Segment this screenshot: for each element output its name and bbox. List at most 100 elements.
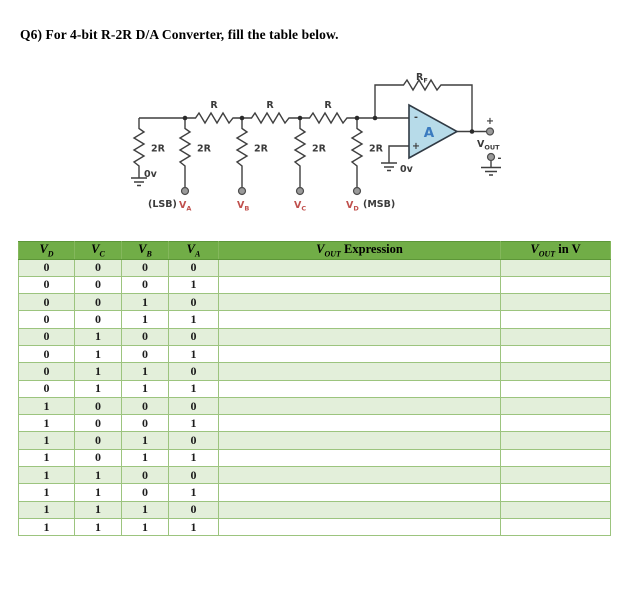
bit-cell: 1 bbox=[74, 327, 122, 346]
bit-cell: 1 bbox=[168, 275, 219, 295]
vout-value-cell bbox=[500, 327, 611, 346]
bit-cell: 0 bbox=[74, 258, 122, 277]
junction-dots bbox=[182, 115, 475, 134]
opamp-noninverting-input-sign: + bbox=[412, 141, 420, 152]
series-resistor-2 bbox=[247, 112, 293, 124]
vout-value-cell bbox=[500, 379, 611, 398]
bit-cell: 0 bbox=[168, 258, 219, 277]
bit-cell: 0 bbox=[18, 293, 75, 312]
shunt-resistor-terminator bbox=[133, 124, 145, 170]
terminal-va bbox=[180, 186, 190, 196]
vout-value-cell bbox=[500, 466, 611, 485]
bit-cell: 0 bbox=[18, 275, 75, 295]
vout-expression-cell bbox=[218, 275, 501, 295]
bit-cell: 1 bbox=[121, 379, 169, 398]
feedback-resistor-label: RF bbox=[416, 72, 428, 85]
vout-value-cell bbox=[500, 293, 611, 312]
bit-cell: 1 bbox=[168, 483, 219, 502]
bit-cell: 1 bbox=[168, 414, 219, 433]
vout-expression-cell bbox=[218, 310, 501, 329]
vout-value-cell bbox=[500, 362, 611, 381]
shunt-resistor-vd bbox=[351, 124, 363, 170]
output-label-vout: VOUT bbox=[477, 139, 500, 152]
shunt-r-label-vd: 2R bbox=[369, 144, 384, 155]
bit-cell: 0 bbox=[18, 362, 75, 381]
bit-cell: 0 bbox=[74, 293, 122, 312]
bit-cell: 1 bbox=[121, 500, 169, 519]
msb-label: (MSB) bbox=[363, 199, 395, 210]
bit-cell: 1 bbox=[168, 517, 219, 537]
input-label-va: VA bbox=[179, 200, 191, 213]
vout-expression-cell bbox=[218, 448, 501, 468]
bit-cell: 0 bbox=[168, 293, 219, 312]
bit-cell: 0 bbox=[121, 258, 169, 277]
bit-cell: 1 bbox=[121, 310, 169, 329]
ground-left-label: 0v bbox=[144, 169, 158, 180]
ground-opamp-label: 0v bbox=[400, 164, 414, 175]
bit-cell: 0 bbox=[168, 362, 219, 381]
bit-cell: 1 bbox=[168, 344, 219, 364]
question-title: Q6) For 4-bit R-2R D/A Converter, fill t… bbox=[20, 27, 339, 42]
bit-cell: 0 bbox=[18, 258, 75, 277]
bit-cell: 0 bbox=[18, 344, 75, 364]
r2r-ladder-circuit-diagram: A - + R R R 2R 2R 2R 2R 2R RF bbox=[131, 72, 502, 213]
bit-cell: 1 bbox=[121, 517, 169, 537]
vout-expression-cell bbox=[218, 362, 501, 381]
bit-cell: 0 bbox=[74, 310, 122, 329]
vout-expression-cell bbox=[218, 293, 501, 312]
shunt-r-label-vc: 2R bbox=[312, 144, 327, 155]
bit-cell: 1 bbox=[18, 448, 75, 468]
bit-cell: 0 bbox=[168, 327, 219, 346]
ground-symbol-opamp bbox=[381, 162, 397, 172]
series-resistor-3 bbox=[305, 112, 351, 124]
bit-cell: 1 bbox=[18, 414, 75, 433]
bit-cell: 0 bbox=[74, 431, 122, 450]
vout-expression-cell bbox=[218, 379, 501, 398]
lsb-label: (LSB) bbox=[148, 199, 177, 210]
bit-cell: 1 bbox=[168, 379, 219, 398]
vout-value-cell bbox=[500, 483, 611, 502]
col-header-vout-in-v: VOUT in V bbox=[500, 241, 611, 260]
bit-cell: 0 bbox=[18, 327, 75, 346]
bit-cell: 1 bbox=[18, 466, 75, 485]
bit-cell: 1 bbox=[168, 448, 219, 468]
vout-expression-cell bbox=[218, 483, 501, 502]
series-resistor-1 bbox=[191, 112, 237, 124]
bit-cell: 1 bbox=[74, 379, 122, 398]
shunt-resistor-vc bbox=[294, 124, 306, 170]
col-header-vb: VB bbox=[121, 241, 169, 260]
vout-expression-cell bbox=[218, 500, 501, 519]
col-header-va: VA bbox=[168, 241, 219, 260]
bit-cell: 1 bbox=[18, 483, 75, 502]
bit-cell: 1 bbox=[121, 431, 169, 450]
opamp-triangle bbox=[408, 103, 459, 160]
series-r-label-3: R bbox=[324, 100, 332, 111]
vout-value-cell bbox=[500, 517, 611, 537]
bit-cell: 0 bbox=[121, 414, 169, 433]
opamp-inverting-input-sign: - bbox=[414, 112, 418, 123]
bit-cell: 0 bbox=[168, 466, 219, 485]
bit-cell: 1 bbox=[18, 396, 75, 416]
bit-cell: 0 bbox=[121, 327, 169, 346]
bit-cell: 0 bbox=[121, 466, 169, 485]
bit-cell: 1 bbox=[74, 466, 122, 485]
vout-value-cell bbox=[500, 431, 611, 450]
vout-value-cell bbox=[500, 275, 611, 295]
terminal-vb bbox=[237, 186, 247, 196]
bit-cell: 1 bbox=[18, 500, 75, 519]
bit-cell: 1 bbox=[18, 431, 75, 450]
bit-cell: 0 bbox=[74, 414, 122, 433]
terminal-vout-minus bbox=[486, 152, 496, 162]
vout-expression-cell bbox=[218, 327, 501, 346]
